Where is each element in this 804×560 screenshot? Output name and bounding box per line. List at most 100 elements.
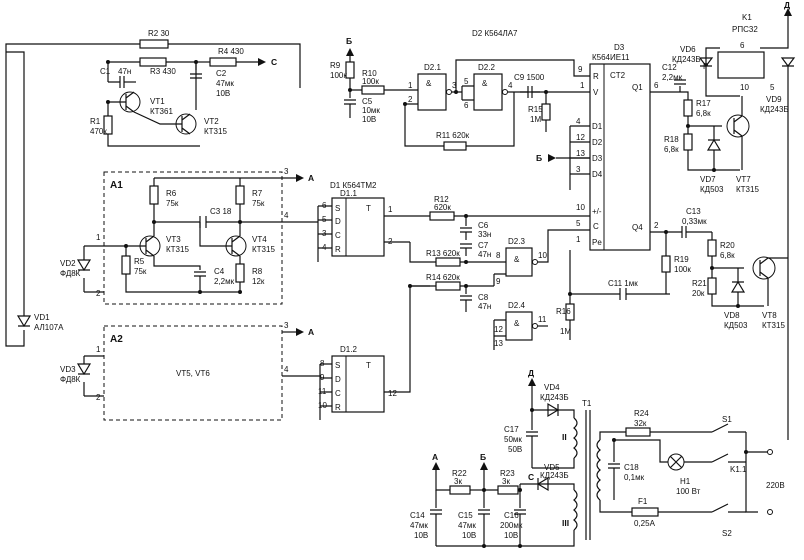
d1-2-c: C (335, 389, 341, 398)
label-c18: C18 (624, 463, 639, 472)
label-r12: R12 (434, 195, 449, 204)
label-vd4: VD4 (544, 383, 560, 392)
label-t1: T1 (582, 399, 592, 408)
relay-driver: K1 РПС32 Д P 6 10 5 VD6 КД243Б VD9 КД243… (662, 0, 796, 440)
label-r1: R1 (90, 117, 101, 126)
label-vd7: VD7 (700, 175, 716, 184)
label-r2: R2 30 (148, 29, 170, 38)
label-c17: C17 (504, 425, 519, 434)
label-c7: C7 (478, 241, 489, 250)
d3-pin-4: 4 (576, 117, 581, 126)
label-vd3-type: ФД8К (60, 375, 81, 384)
d3-pin-6: 6 (654, 81, 659, 90)
d2-4-pin-13: 13 (494, 339, 503, 348)
label-c15-value: 47мк (458, 521, 476, 530)
d2-2-pin-5: 5 (464, 77, 469, 86)
d2-3-amp: & (514, 255, 520, 264)
d1-1-d: D (335, 217, 341, 226)
label-vt3: VT3 (166, 235, 181, 244)
label-c12-value: 2,2мк (662, 73, 683, 82)
led-icon (16, 315, 32, 328)
resistor-r4 (209, 57, 237, 67)
capacitor-c6 (460, 216, 472, 240)
relay-pin-5: 5 (770, 83, 775, 92)
label-r11: R11 620к (436, 131, 470, 140)
net-b-d3: Б (536, 153, 542, 163)
arrow-icon (296, 174, 304, 182)
label-r16: R16 (556, 307, 571, 316)
relay-k1-coil (717, 51, 765, 79)
d2-1-amp: & (426, 79, 432, 88)
oscillator-section: R2 30 R4 430 C C1 47н R3 430 C2 47мк 10В… (5, 29, 301, 340)
a2-pin-4: 4 (284, 365, 289, 374)
label-c15: C15 (458, 511, 473, 520)
d2-3-pin-10: 10 (538, 251, 547, 260)
a1-pin-2: 2 (96, 289, 101, 298)
label-f1: F1 (638, 497, 648, 506)
diode-vd9 (780, 57, 796, 67)
label-d2-3: D2.3 (508, 237, 525, 246)
capacitor-c1 (119, 76, 125, 88)
label-r22: R22 (452, 469, 467, 478)
d2-4-pin-12: 12 (494, 325, 503, 334)
d1-2-d: D (335, 375, 341, 384)
capacitor-c17 (526, 410, 538, 468)
label-r24-value: 32к (634, 419, 647, 428)
label-c6: C6 (478, 221, 489, 230)
capacitor-c13 (670, 226, 712, 238)
mains-section: R24 32к C18 0,1мк H1 100 Вт F1 0,25А S1 … (599, 409, 785, 538)
transistor-vt8 (752, 256, 776, 280)
d3-pin-d3: D3 (592, 154, 603, 163)
d3-pin-c: C (593, 222, 599, 231)
arrow-icon (296, 328, 304, 336)
power-supply: Д VD4 КД243Б C17 50мк 50В II C T1 III VD… (410, 368, 601, 547)
label-r16-value: 1М (560, 327, 571, 336)
label-vd4-type: КД243Б (540, 393, 569, 402)
a2-pin-3: 3 (284, 321, 289, 330)
label-d2-1: D2.1 (424, 63, 441, 72)
vd2-photodiode: VD2 ФД8К (60, 246, 92, 292)
d1-2-t: T (366, 361, 371, 370)
label-vd9: VD9 (766, 95, 782, 104)
label-vd5-type: КД243Б (540, 471, 569, 480)
label-r3: R3 430 (150, 67, 176, 76)
d2-4-pin-11: 11 (538, 315, 547, 324)
label-r18-value: 6,8к (664, 145, 679, 154)
label-c6-value: 33н (478, 230, 491, 239)
resistor-r7 (235, 185, 245, 205)
label-k1-type: РПС32 (732, 25, 758, 34)
d1-2-r: R (335, 403, 341, 412)
ic-d2-3 (505, 247, 533, 277)
label-r6: R6 (166, 189, 177, 198)
d3-pin-pm: +/- (592, 207, 602, 216)
a1-pin-1: 1 (96, 233, 101, 242)
resistor-r23 (497, 485, 519, 495)
label-vt8-type: КТ315 (762, 321, 785, 330)
d2-1-pin-1: 1 (408, 81, 413, 90)
label-vt1: VT1 (150, 97, 165, 106)
label-vd2: VD2 (60, 259, 76, 268)
label-h1-value: 100 Вт (676, 487, 701, 496)
label-h1: H1 (680, 477, 691, 486)
diode-vd6 (698, 57, 714, 67)
module-a2-frame (103, 325, 283, 421)
d2-1-pin-3: 3 (452, 81, 457, 90)
q4-output-stage: C13 0,33мк R19 100к R20 6,8к R21 20к VD8… (661, 207, 788, 330)
label-vt7: VT7 (736, 175, 751, 184)
net-d-top: Д (784, 0, 790, 10)
label-vd6-type: КД243Б (672, 55, 701, 64)
resistor-r9 (345, 61, 355, 79)
label-r5: R5 (134, 257, 145, 266)
arrow-icon (528, 378, 536, 386)
winding-ii (573, 417, 578, 459)
label-vt4-type: КТ315 (252, 245, 275, 254)
a1-pin-4: 4 (284, 211, 289, 220)
label-vd7-type: КД503 (700, 185, 724, 194)
label-r13: R13 620к (426, 249, 460, 258)
diode-vd8 (730, 268, 746, 306)
label-vd8: VD8 (724, 311, 740, 320)
label-r19: R19 (674, 255, 689, 264)
label-winding-iii: III (562, 518, 569, 528)
resistor-r6 (149, 185, 159, 205)
